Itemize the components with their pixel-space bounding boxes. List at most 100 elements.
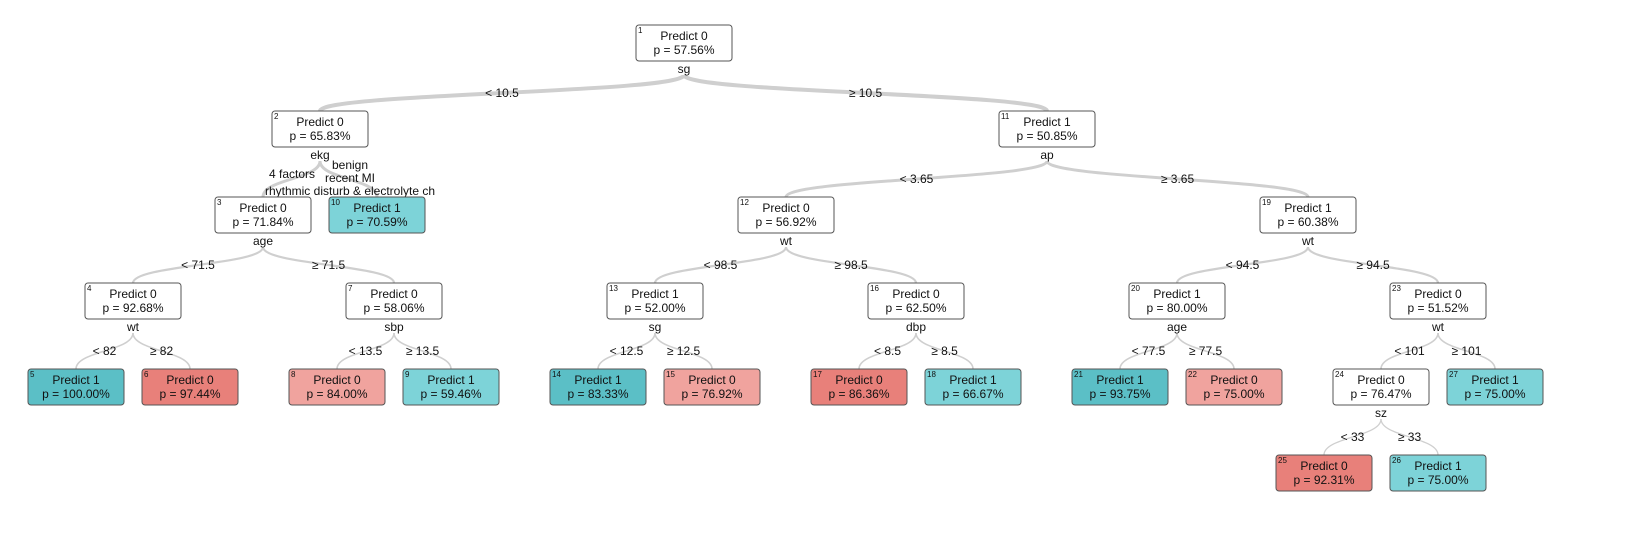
node-probability: p = 75.00% bbox=[1203, 387, 1264, 401]
edge-label-line: < 10.5 bbox=[485, 86, 519, 100]
edge-11-12 bbox=[784, 159, 1049, 199]
node-prediction: Predict 0 bbox=[660, 29, 708, 43]
node-prediction: Predict 1 bbox=[1096, 373, 1144, 387]
node-prediction: Predict 0 bbox=[688, 373, 736, 387]
node-split-variable: sg bbox=[678, 62, 691, 76]
node-probability: p = 84.00% bbox=[306, 387, 367, 401]
edge-label-7-9: ≥ 13.5 bbox=[406, 344, 440, 358]
node-id: 25 bbox=[1278, 456, 1287, 465]
node-box bbox=[924, 368, 1022, 406]
node-split-variable: age bbox=[1167, 320, 1187, 334]
edge-label-20-21: < 77.5 bbox=[1132, 344, 1166, 358]
node-prediction: Predict 1 bbox=[631, 287, 679, 301]
node-probability: p = 57.56% bbox=[653, 43, 714, 57]
node-box bbox=[810, 368, 908, 406]
node-probability: p = 51.52% bbox=[1407, 301, 1468, 315]
node-probability: p = 56.92% bbox=[755, 215, 816, 229]
edge-label-line: < 71.5 bbox=[181, 258, 215, 272]
node-probability: p = 92.68% bbox=[102, 301, 163, 315]
node-split-variable: wt bbox=[126, 320, 140, 334]
node-id: 8 bbox=[291, 370, 296, 379]
edge-label-line: ≥ 12.5 bbox=[667, 344, 701, 358]
edge-23-24 bbox=[1380, 332, 1439, 370]
edge-label-line: ≥ 33 bbox=[1398, 430, 1422, 444]
edge-label-line: < 33 bbox=[1341, 430, 1365, 444]
edge-label-line: ≥ 13.5 bbox=[406, 344, 440, 358]
node-probability: p = 76.92% bbox=[681, 387, 742, 401]
edge-label-11-12: < 3.65 bbox=[900, 172, 934, 186]
edge-label-line: ≥ 3.65 bbox=[1161, 172, 1195, 186]
node-box bbox=[141, 368, 239, 406]
edge-label-line: ≥ 94.5 bbox=[1356, 258, 1390, 272]
node-box bbox=[1185, 368, 1283, 406]
node-10: 10 Predict 1p = 70.59% bbox=[328, 196, 426, 234]
node-id: 12 bbox=[740, 198, 749, 207]
node-box bbox=[214, 196, 312, 234]
node-prediction: Predict 0 bbox=[1300, 459, 1348, 473]
node-box bbox=[737, 196, 835, 234]
edge-3-7 bbox=[261, 246, 396, 284]
edge-label-line: ≥ 10.5 bbox=[849, 86, 883, 100]
node-prediction: Predict 1 bbox=[1023, 115, 1071, 129]
node-split-variable: sbp bbox=[384, 320, 404, 334]
edge-label-3-7: ≥ 71.5 bbox=[312, 258, 346, 272]
node-prediction: Predict 0 bbox=[892, 287, 940, 301]
edge-label-line: recent MI bbox=[325, 171, 375, 185]
edge-label-line: rhythmic disturb & electrolyte ch bbox=[265, 184, 435, 198]
edge-1-11 bbox=[682, 73, 1049, 113]
node-box bbox=[328, 196, 426, 234]
node-prediction: Predict 0 bbox=[1210, 373, 1258, 387]
edge-label-1-11: ≥ 10.5 bbox=[849, 86, 883, 100]
node-id: 5 bbox=[30, 370, 35, 379]
node-box bbox=[84, 282, 182, 320]
node-probability: p = 70.59% bbox=[346, 215, 407, 229]
node-id: 23 bbox=[1392, 284, 1401, 293]
edge-label-4-5: < 82 bbox=[93, 344, 117, 358]
node-probability: p = 60.38% bbox=[1277, 215, 1338, 229]
node-split-variable: wt bbox=[779, 234, 793, 248]
node-split-variable: wt bbox=[1301, 234, 1315, 248]
edge-label-line: ≥ 77.5 bbox=[1189, 344, 1223, 358]
node-box bbox=[288, 368, 386, 406]
node-id: 10 bbox=[331, 198, 340, 207]
edge-label-16-17: < 8.5 bbox=[874, 344, 901, 358]
node-probability: p = 76.47% bbox=[1350, 387, 1411, 401]
node-id: 27 bbox=[1449, 370, 1458, 379]
edge-20-21 bbox=[1119, 332, 1178, 370]
node-id: 18 bbox=[927, 370, 936, 379]
edge-label-19-23: ≥ 94.5 bbox=[1356, 258, 1390, 272]
node-prediction: Predict 1 bbox=[427, 373, 475, 387]
edge-24-26 bbox=[1380, 418, 1439, 456]
node-split-variable: ekg bbox=[310, 148, 329, 162]
node-box bbox=[1071, 368, 1169, 406]
edge-label-23-24: < 101 bbox=[1394, 344, 1425, 358]
edge-13-14 bbox=[597, 332, 656, 370]
node-box bbox=[1259, 196, 1357, 234]
edge-2-10 bbox=[318, 160, 379, 198]
edge-19-20 bbox=[1175, 246, 1310, 284]
edge-2-3 bbox=[261, 160, 322, 198]
edge-label-12-16: ≥ 98.5 bbox=[834, 258, 868, 272]
node-id: 7 bbox=[348, 284, 353, 293]
node-box bbox=[271, 110, 369, 148]
node-split-variable: sz bbox=[1375, 406, 1387, 420]
edge-label-23-27: ≥ 101 bbox=[1452, 344, 1482, 358]
node-probability: p = 83.33% bbox=[567, 387, 628, 401]
node-box bbox=[345, 282, 443, 320]
node-prediction: Predict 1 bbox=[353, 201, 401, 215]
